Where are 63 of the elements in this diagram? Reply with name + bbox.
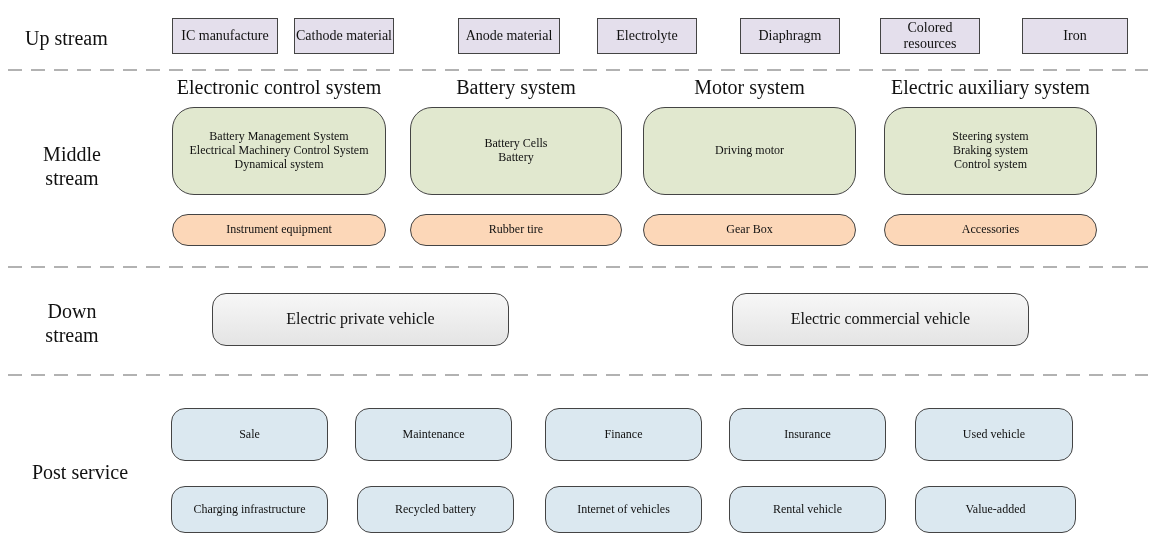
box-text: Battery Management System (209, 130, 349, 145)
box-text: Control system (954, 157, 1027, 172)
box-text: Iron (1063, 27, 1087, 45)
upstream-box (294, 18, 394, 54)
service-box (545, 486, 702, 533)
stage-label: Middle stream (42, 142, 102, 190)
service-box (355, 408, 512, 461)
system-heading: Electric auxiliary system (890, 76, 1091, 99)
vehicle-box (732, 293, 1029, 346)
upstream-box (597, 18, 697, 54)
box-text: Maintenance (402, 427, 465, 442)
component-box (410, 214, 622, 246)
box-text: Electric commercial vehicle (790, 310, 971, 329)
box-text: Electrical Machinery Control System (189, 144, 369, 158)
box-text: Internet of vehicles (577, 502, 670, 517)
component-box (884, 214, 1097, 246)
service-box (545, 408, 702, 461)
box-text: Rubber tire (488, 223, 544, 237)
box-text: Driving motor (715, 144, 784, 158)
upstream-box (1022, 18, 1128, 54)
stage-label: Up stream (25, 26, 108, 50)
box-text: Electric private vehicle (286, 310, 435, 329)
system-heading: Battery system (455, 76, 577, 99)
box-text: Braking system (953, 144, 1028, 158)
upstream-box (458, 18, 560, 54)
service-box (729, 408, 886, 461)
service-box (915, 486, 1076, 533)
box-text: Dynamical system (234, 157, 324, 172)
box-text: Finance (604, 427, 643, 442)
stage-label: Down stream (44, 299, 100, 347)
service-box (729, 486, 886, 533)
system-heading: Electronic control system (175, 76, 383, 99)
stage-label: Post service (30, 460, 130, 484)
service-box (357, 486, 514, 533)
box-text: Cathode material (296, 27, 392, 45)
box-text: Instrument equipment (226, 223, 332, 237)
component-box (172, 214, 386, 246)
box-text: Sale (239, 427, 260, 442)
box-text: Anode material (465, 27, 553, 45)
box-text: Recycled battery (395, 502, 476, 517)
upstream-box (880, 18, 980, 54)
upstream-box (172, 18, 278, 54)
service-box (171, 486, 328, 533)
box-text: Gear Box (726, 223, 773, 237)
service-box (171, 408, 328, 461)
box-text: Steering system (952, 130, 1029, 145)
box-text: Electrolyte (616, 27, 678, 45)
box-text: Battery Cells (484, 137, 548, 151)
box-text: Accessories (961, 223, 1020, 237)
box-text: Colored resources (902, 19, 958, 53)
box-text: Rental vehicle (773, 502, 842, 517)
box-text: Used vehicle (962, 427, 1026, 442)
box-text: Insurance (784, 427, 831, 442)
box-text: Charging infrastructure (193, 502, 306, 517)
box-text: Battery (498, 151, 534, 165)
box-text: Value-added (965, 502, 1026, 517)
component-box (643, 214, 856, 246)
upstream-box (740, 18, 840, 54)
box-text: Diaphragm (758, 27, 822, 45)
system-heading: Motor system (693, 76, 806, 99)
service-box (915, 408, 1073, 461)
vehicle-box (212, 293, 509, 346)
box-text: IC manufacture (181, 27, 269, 45)
